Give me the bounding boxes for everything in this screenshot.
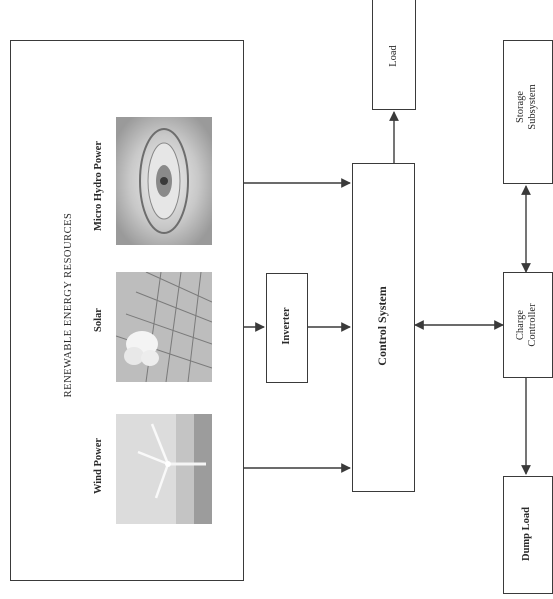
- charge-label-line2: Controller: [527, 303, 538, 347]
- micro-hydro-image: [116, 117, 212, 245]
- solar-label: Solar: [92, 308, 104, 332]
- resources-title: RENEWABLE ENERGY RESOURCES: [62, 212, 74, 398]
- wind-image: [116, 414, 212, 524]
- storage-subsystem-block: [503, 40, 553, 184]
- storage-label-line2: Subsystem: [527, 84, 538, 130]
- inverter-label: Inverter: [280, 307, 292, 345]
- hydro-label: Micro Hydro Power: [92, 140, 104, 232]
- charge-label-line1: Charge: [514, 309, 526, 341]
- control-system-label: Control System: [375, 286, 390, 366]
- charge-controller-label: Charge Controller: [515, 303, 539, 346]
- charge-controller-block: [503, 272, 553, 378]
- inverter-block: [266, 273, 308, 383]
- wind-label: Wind Power: [92, 437, 104, 495]
- dump-load-label: Dump Load: [520, 507, 532, 561]
- solar-image: [116, 272, 212, 382]
- storage-label-line1: Storage: [514, 90, 526, 124]
- dump-load-block: [503, 476, 553, 594]
- storage-subsystem-label: Storage Subsystem: [515, 84, 539, 130]
- control-system-block: [352, 163, 415, 492]
- load-label: Load: [387, 45, 399, 67]
- load-block: [372, 0, 416, 110]
